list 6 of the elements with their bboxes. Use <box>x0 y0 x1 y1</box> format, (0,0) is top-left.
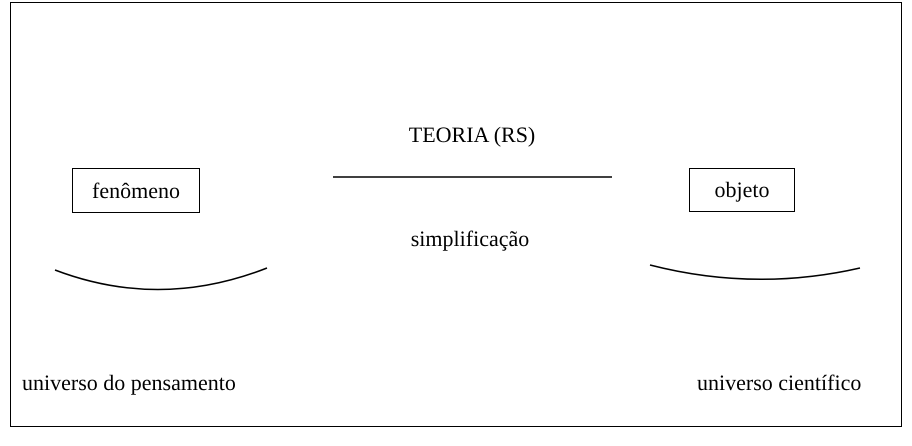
text-box: fenômeno <box>72 168 200 213</box>
text-box: objeto <box>689 168 795 212</box>
region-label: universo do pensamento <box>22 370 236 396</box>
title-label: TEORIA (RS) <box>408 122 536 148</box>
region-label: universo científico <box>697 370 862 396</box>
caption-label: simplificação <box>410 226 530 252</box>
